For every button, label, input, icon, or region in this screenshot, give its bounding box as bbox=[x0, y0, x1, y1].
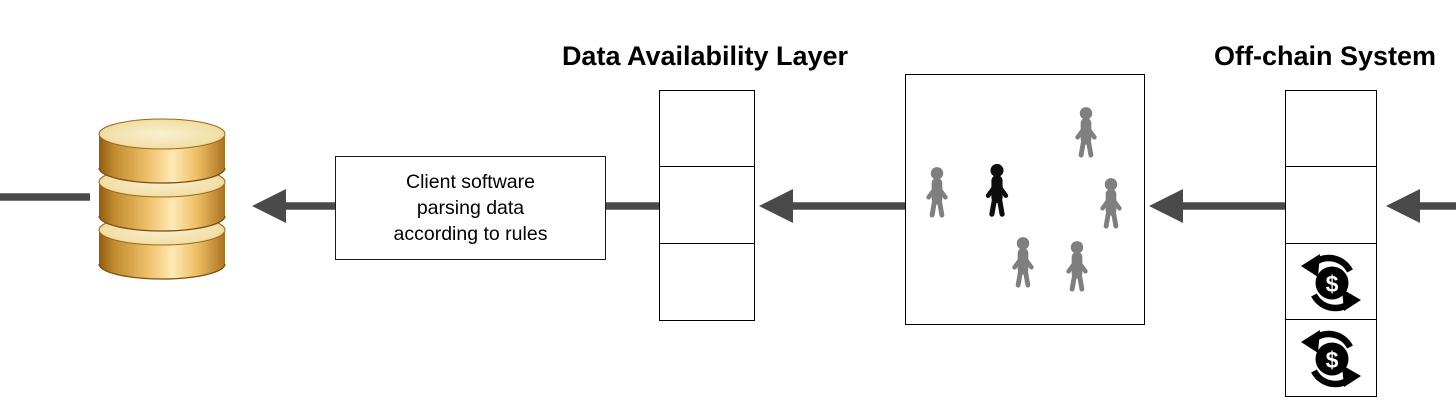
da-block-cell bbox=[659, 90, 755, 168]
flow-arrow-in-right bbox=[1386, 189, 1456, 223]
person-icon bbox=[1070, 106, 1102, 158]
dollar-exchange-icon: $ bbox=[1299, 250, 1363, 314]
dollar-exchange-icon: $ bbox=[1299, 326, 1363, 390]
database-icon bbox=[98, 118, 226, 280]
offchain-block-cell: $ bbox=[1285, 242, 1377, 321]
client-box-line-2: parsing data bbox=[416, 196, 525, 219]
da-block-cell bbox=[659, 166, 755, 245]
person-icon bbox=[1061, 240, 1093, 292]
client-box-line-1: Client software bbox=[406, 170, 535, 193]
da-layer-stack bbox=[659, 90, 755, 321]
person-icon-dark bbox=[980, 163, 1014, 217]
da-layer-title: Data Availability Layer bbox=[561, 41, 849, 71]
flow-arrow-client-to-db bbox=[252, 189, 336, 223]
client-software-box: Client software parsing data according t… bbox=[335, 156, 606, 260]
client-box-line-3: according to rules bbox=[393, 223, 548, 246]
person-icon bbox=[1007, 236, 1039, 288]
offchain-title: Off-chain System bbox=[1213, 41, 1437, 71]
da-block-cell bbox=[659, 242, 755, 321]
person-icon bbox=[1095, 177, 1127, 229]
dollar-glyph: $ bbox=[1326, 347, 1339, 373]
flow-arrow-offchain-to-people bbox=[1149, 189, 1286, 223]
offchain-stack: $ $ bbox=[1285, 90, 1377, 398]
offchain-block-cell bbox=[1285, 166, 1377, 245]
offchain-block-cell: $ bbox=[1285, 319, 1377, 398]
dollar-glyph: $ bbox=[1326, 271, 1339, 297]
flow-arrow-people-to-da bbox=[759, 189, 906, 223]
person-icon bbox=[921, 166, 953, 218]
offchain-block-cell bbox=[1285, 90, 1377, 168]
